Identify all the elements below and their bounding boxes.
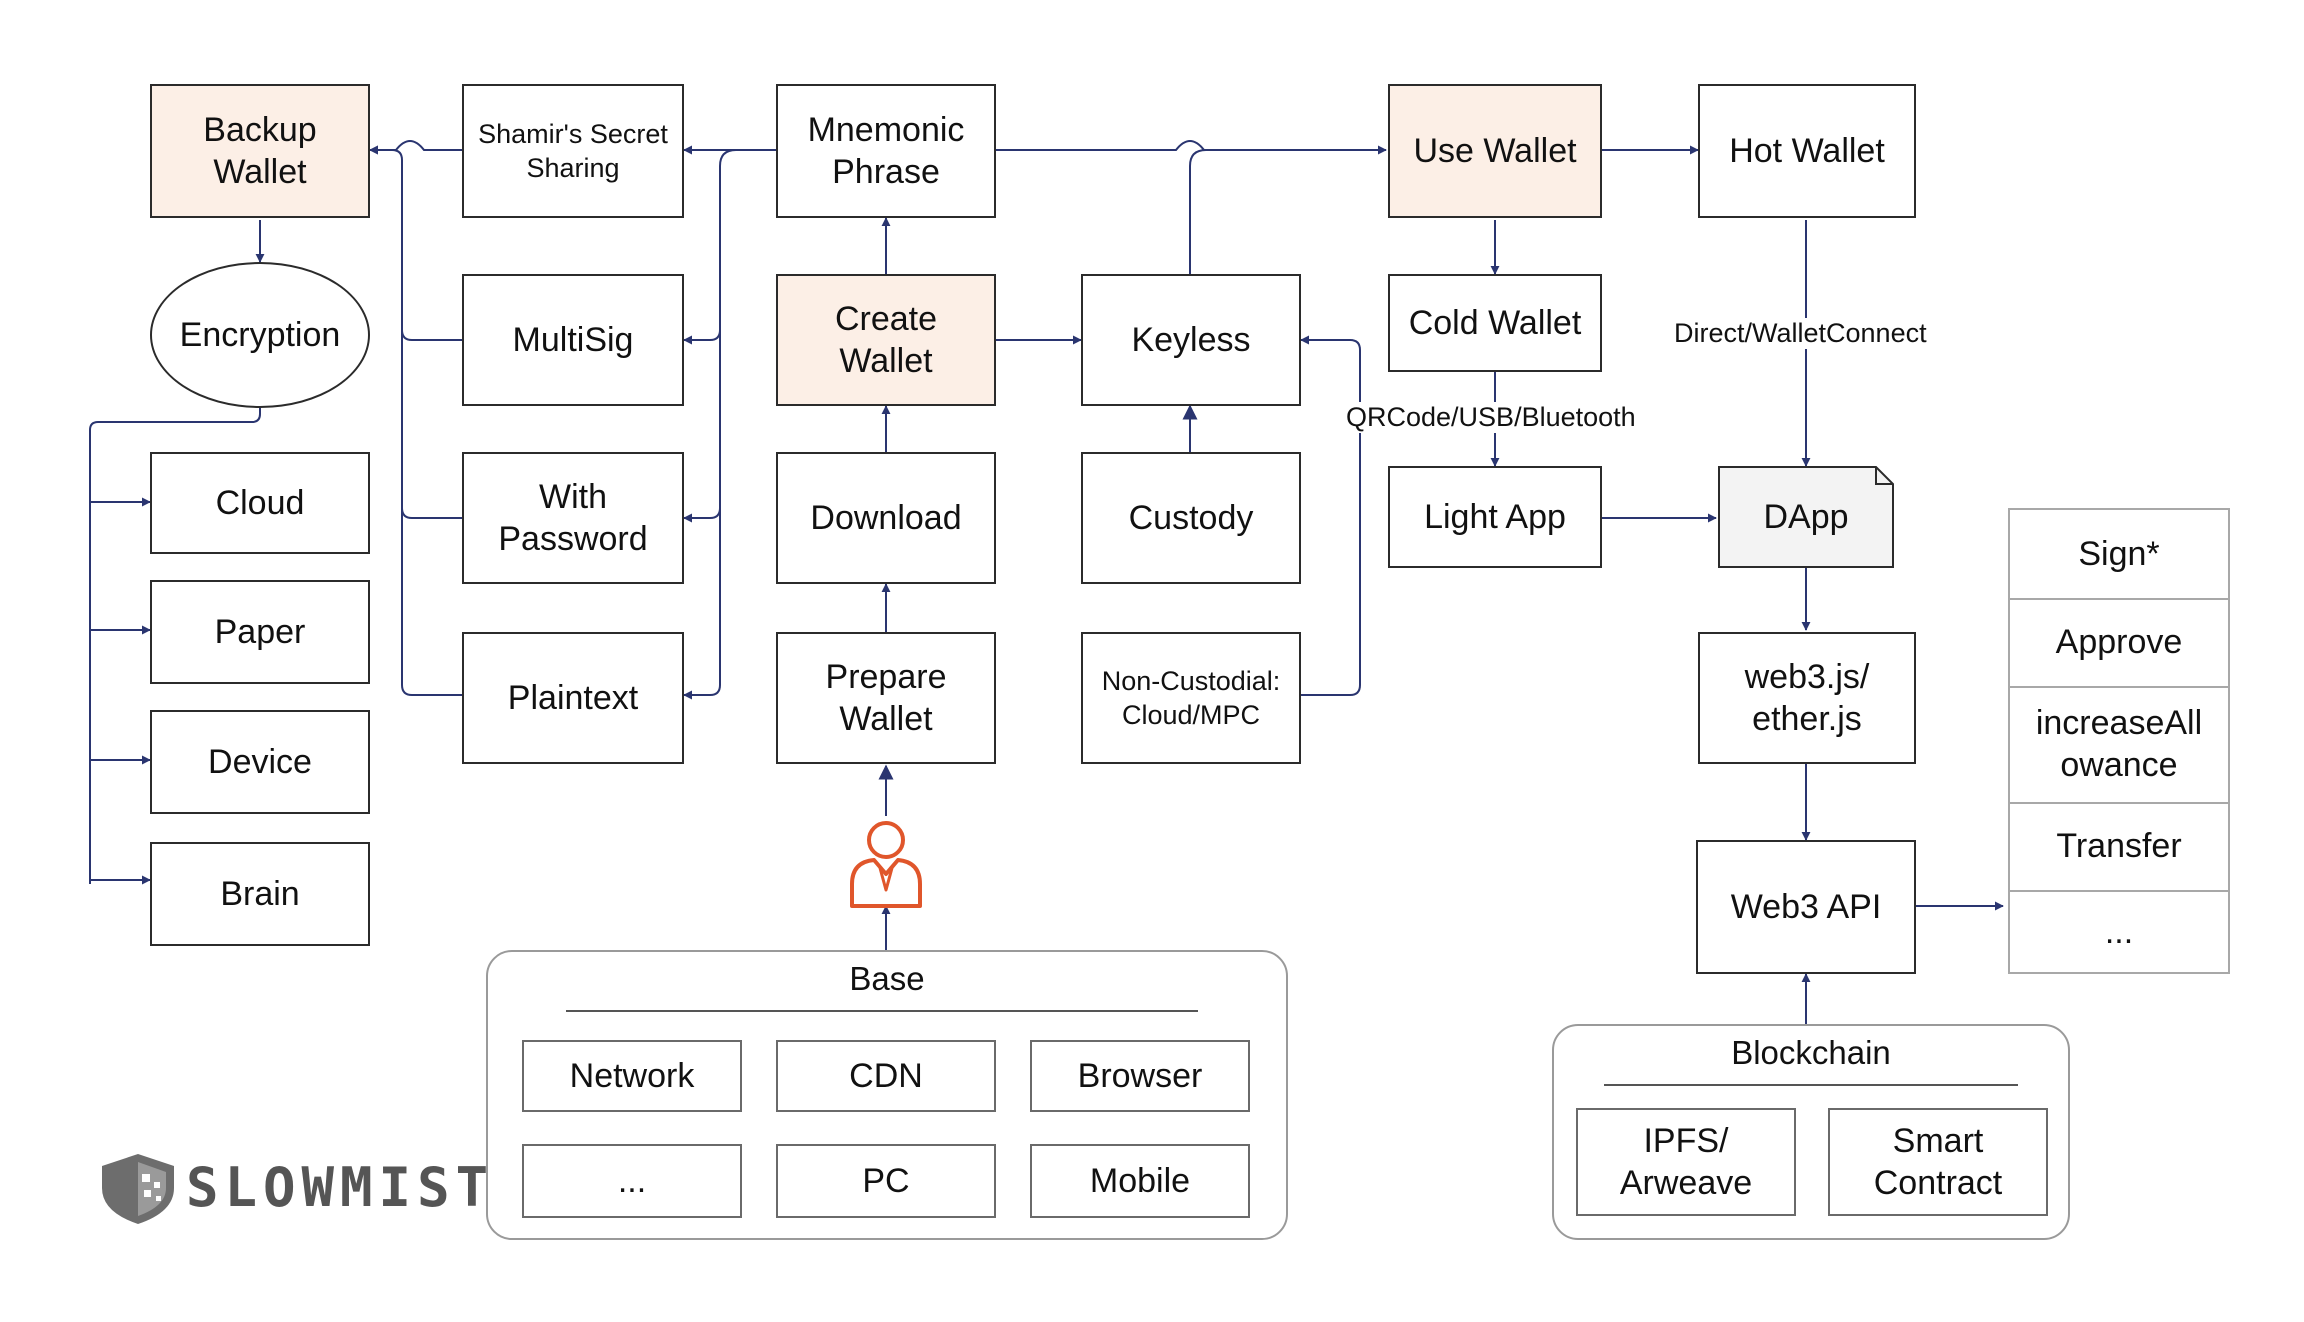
base-item-pc: PC	[776, 1144, 996, 1218]
web3js-node: web3.js/ ether.js	[1698, 632, 1916, 764]
blockchain-title: Blockchain	[1731, 1034, 1891, 1071]
shield-icon	[102, 1154, 174, 1224]
base-item-more: ...	[522, 1144, 742, 1218]
hot-wallet-node: Hot Wallet	[1698, 84, 1916, 218]
backup-wallet-node: Backup Wallet	[150, 84, 370, 218]
op-sign: Sign*	[2078, 535, 2160, 573]
cold-wallet-node: Cold Wallet	[1388, 274, 1602, 372]
operations-panel: Sign* Approve increaseAll owance Transfe…	[2008, 508, 2230, 974]
blockchain-rule	[1604, 1084, 2018, 1086]
custody-node: Custody	[1081, 452, 1301, 584]
web3-api-node: Web3 API	[1696, 840, 1916, 974]
op-divider	[2010, 802, 2228, 804]
dapp-node: DApp	[1763, 498, 1849, 536]
light-app-node: Light App	[1388, 466, 1602, 568]
download-node: Download	[776, 452, 996, 584]
blockchain-item-ipfs: IPFS/ Arweave	[1576, 1108, 1796, 1216]
keyless-node: Keyless	[1081, 274, 1301, 406]
prepare-wallet-node: Prepare Wallet	[776, 632, 996, 764]
base-item-network: Network	[522, 1040, 742, 1112]
device-node: Device	[150, 710, 370, 814]
direct-walletconnect-label: Direct/WalletConnect	[1670, 318, 1931, 349]
use-wallet-node: Use Wallet	[1388, 84, 1602, 218]
cloud-node: Cloud	[150, 452, 370, 554]
dapp-document-shape	[1718, 466, 1894, 568]
op-approve: Approve	[2055, 623, 2183, 661]
op-transfer: Transfer	[2056, 827, 2182, 865]
shamir-node: Shamir's Secret Sharing	[462, 84, 684, 218]
op-increase-allowance: increaseAll owance	[2035, 704, 2203, 784]
with-password-node: With Password	[462, 452, 684, 584]
slowmist-logo: SLOWMIST	[98, 1152, 488, 1231]
paper-node: Paper	[150, 580, 370, 684]
encryption-node: Encryption	[150, 262, 370, 408]
base-item-cdn: CDN	[776, 1040, 996, 1112]
qrcode-usb-bluetooth-label: QRCode/USB/Bluetooth	[1342, 402, 1640, 433]
mnemonic-phrase-node: Mnemonic Phrase	[776, 84, 996, 218]
non-custodial-node: Non-Custodial: Cloud/MPC	[1081, 632, 1301, 764]
person-icon	[850, 821, 922, 908]
brain-node: Brain	[150, 842, 370, 946]
base-group: Base Network CDN Browser ... PC Mobile	[486, 950, 1288, 1240]
blockchain-group: Blockchain IPFS/ Arweave Smart Contract	[1552, 1024, 2070, 1240]
multisig-node: MultiSig	[462, 274, 684, 406]
plaintext-node: Plaintext	[462, 632, 684, 764]
base-rule	[566, 1010, 1198, 1012]
base-title: Base	[849, 960, 925, 997]
base-item-mobile: Mobile	[1030, 1144, 1250, 1218]
op-divider	[2010, 890, 2228, 892]
logo-text: SLOWMIST	[186, 1156, 495, 1219]
op-divider	[2010, 686, 2228, 688]
blockchain-item-smart-contract: Smart Contract	[1828, 1108, 2048, 1216]
create-wallet-node: Create Wallet	[776, 274, 996, 406]
base-item-browser: Browser	[1030, 1040, 1250, 1112]
op-divider	[2010, 598, 2228, 600]
op-more: ...	[2104, 913, 2134, 951]
